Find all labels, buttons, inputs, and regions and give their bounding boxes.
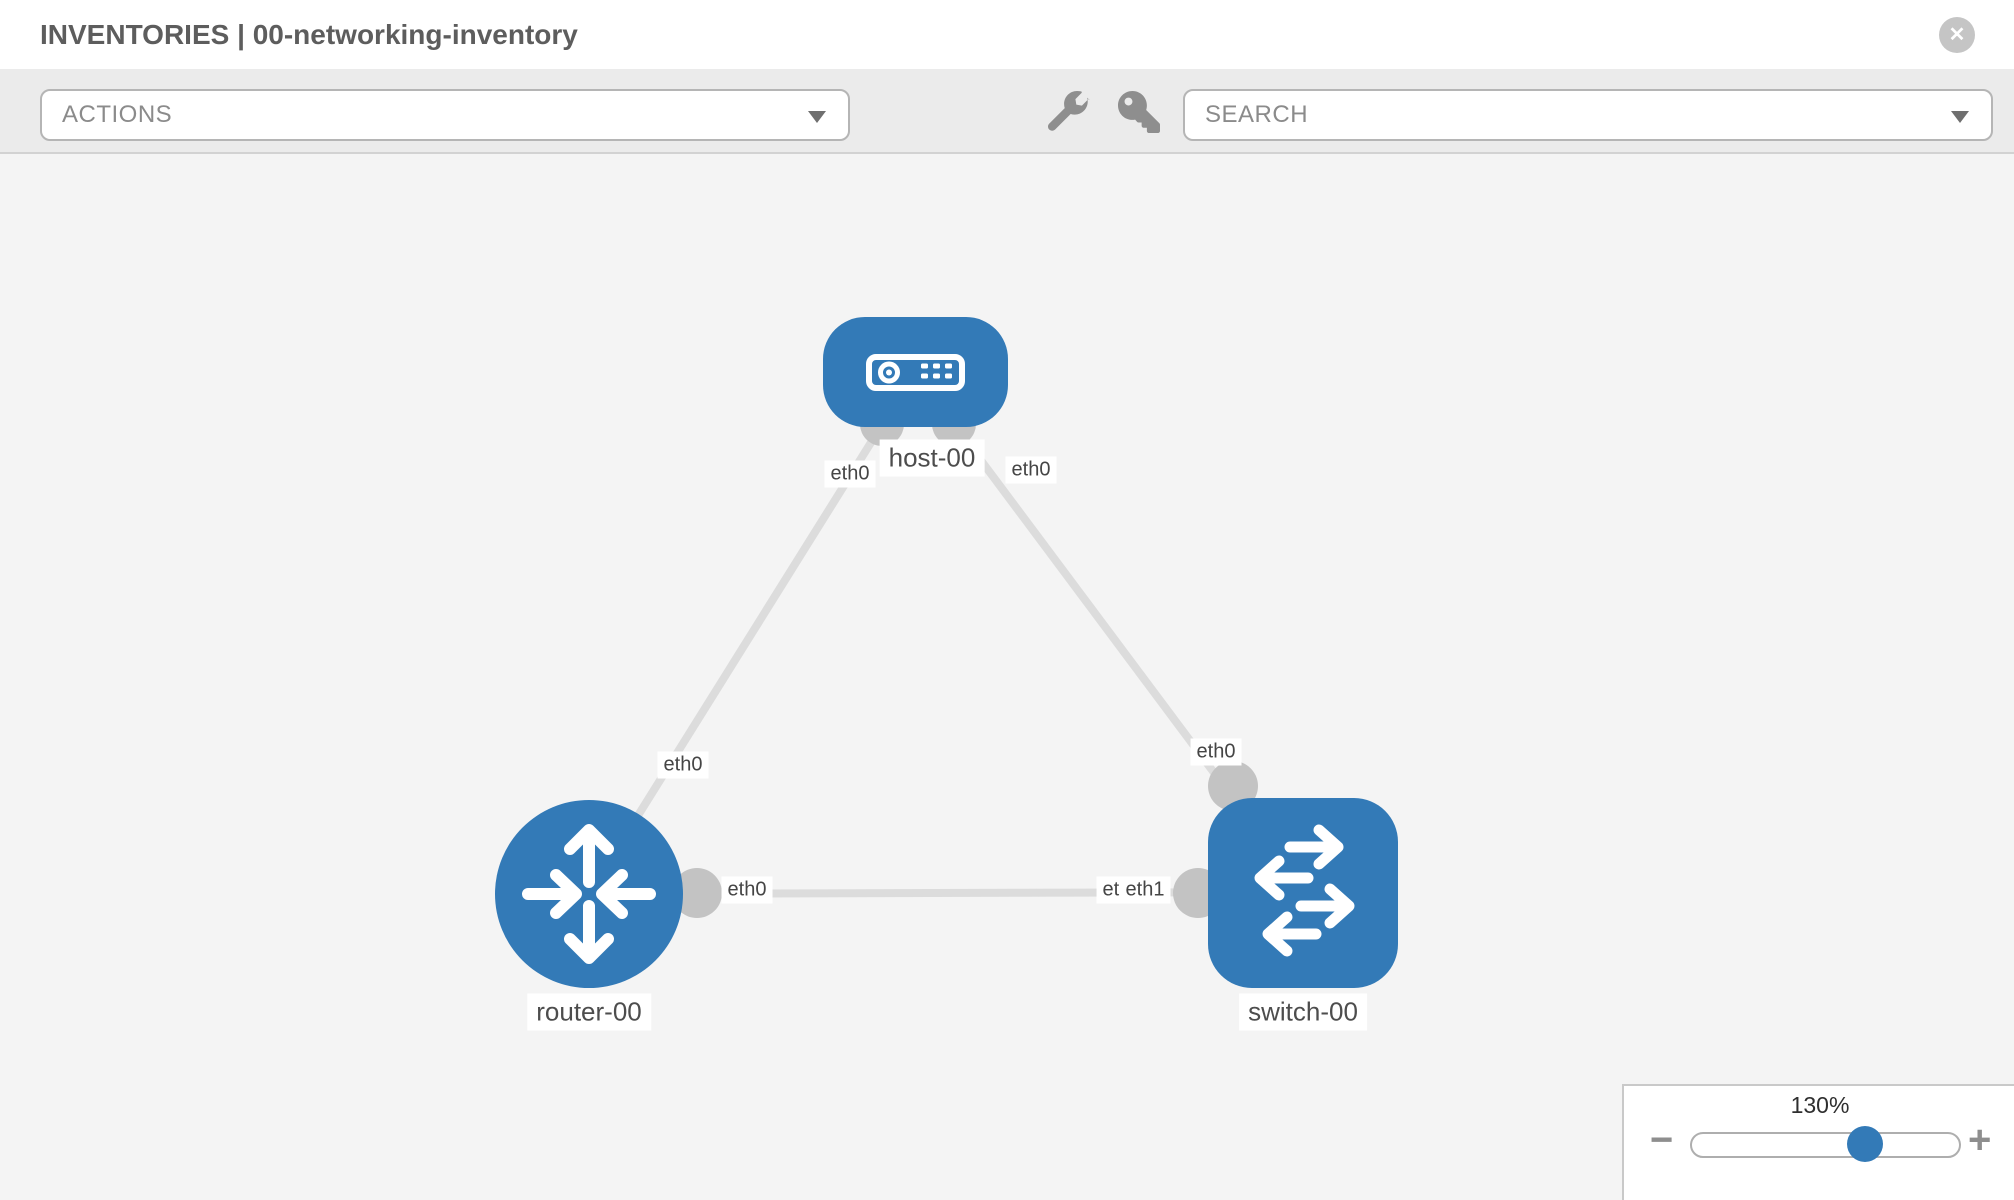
port-label-router-right: eth0 (721, 876, 773, 904)
actions-dropdown[interactable]: ACTIONS (40, 89, 850, 141)
close-button[interactable]: ✕ (1939, 17, 1975, 53)
topology-graph (495, 317, 1398, 988)
zoom-slider-thumb[interactable] (1847, 1126, 1883, 1162)
zoom-slider[interactable] (1690, 1126, 1961, 1162)
search-placeholder: SEARCH (1205, 101, 1309, 128)
node-switch-00[interactable] (1208, 798, 1398, 988)
port-label-switch-top: eth0 (1190, 738, 1242, 766)
node-router-00[interactable] (495, 800, 683, 988)
router-icon (522, 824, 656, 964)
port-label-router-top: eth0 (657, 751, 709, 779)
chevron-down-icon (808, 111, 826, 123)
switch-icon (1254, 824, 1355, 957)
node-host-00[interactable] (823, 317, 1008, 427)
node-label-host-00: host-00 (879, 439, 985, 477)
node-label-switch-00: switch-00 (1239, 993, 1367, 1031)
close-icon: ✕ (1948, 24, 1966, 46)
port-label-switch-left-front: eth1 (1119, 876, 1171, 904)
wrench-icon[interactable] (1048, 91, 1090, 133)
zoom-out-button[interactable]: − (1650, 1118, 1674, 1162)
interface-dots (672, 402, 1258, 918)
search-dropdown[interactable]: SEARCH (1183, 89, 1993, 141)
zoom-value: 130% (1790, 1092, 1850, 1118)
topology-canvas[interactable]: host-00 router-00 switch-00 eth0 eth0 et… (0, 152, 2014, 1200)
chevron-down-icon (1951, 111, 1969, 123)
endpoint-dot (672, 868, 722, 918)
node-label-router-00: router-00 (527, 993, 651, 1031)
zoom-in-button[interactable]: + (1968, 1118, 1992, 1162)
key-icon[interactable] (1118, 91, 1160, 133)
host-icon (866, 354, 965, 391)
port-label-host-right: eth0 (1005, 456, 1057, 484)
link-host-router[interactable] (585, 369, 919, 897)
header: INVENTORIES | 00-networking-inventory ✕ (0, 0, 2014, 69)
actions-dropdown-label: ACTIONS (62, 101, 173, 128)
port-label-host-left: eth0 (824, 460, 876, 488)
toolbar: ACTIONS SEARCH (0, 69, 2014, 154)
zoom-panel: 130% − + (1622, 1084, 2014, 1200)
page-title: INVENTORIES | 00-networking-inventory (40, 19, 578, 50)
